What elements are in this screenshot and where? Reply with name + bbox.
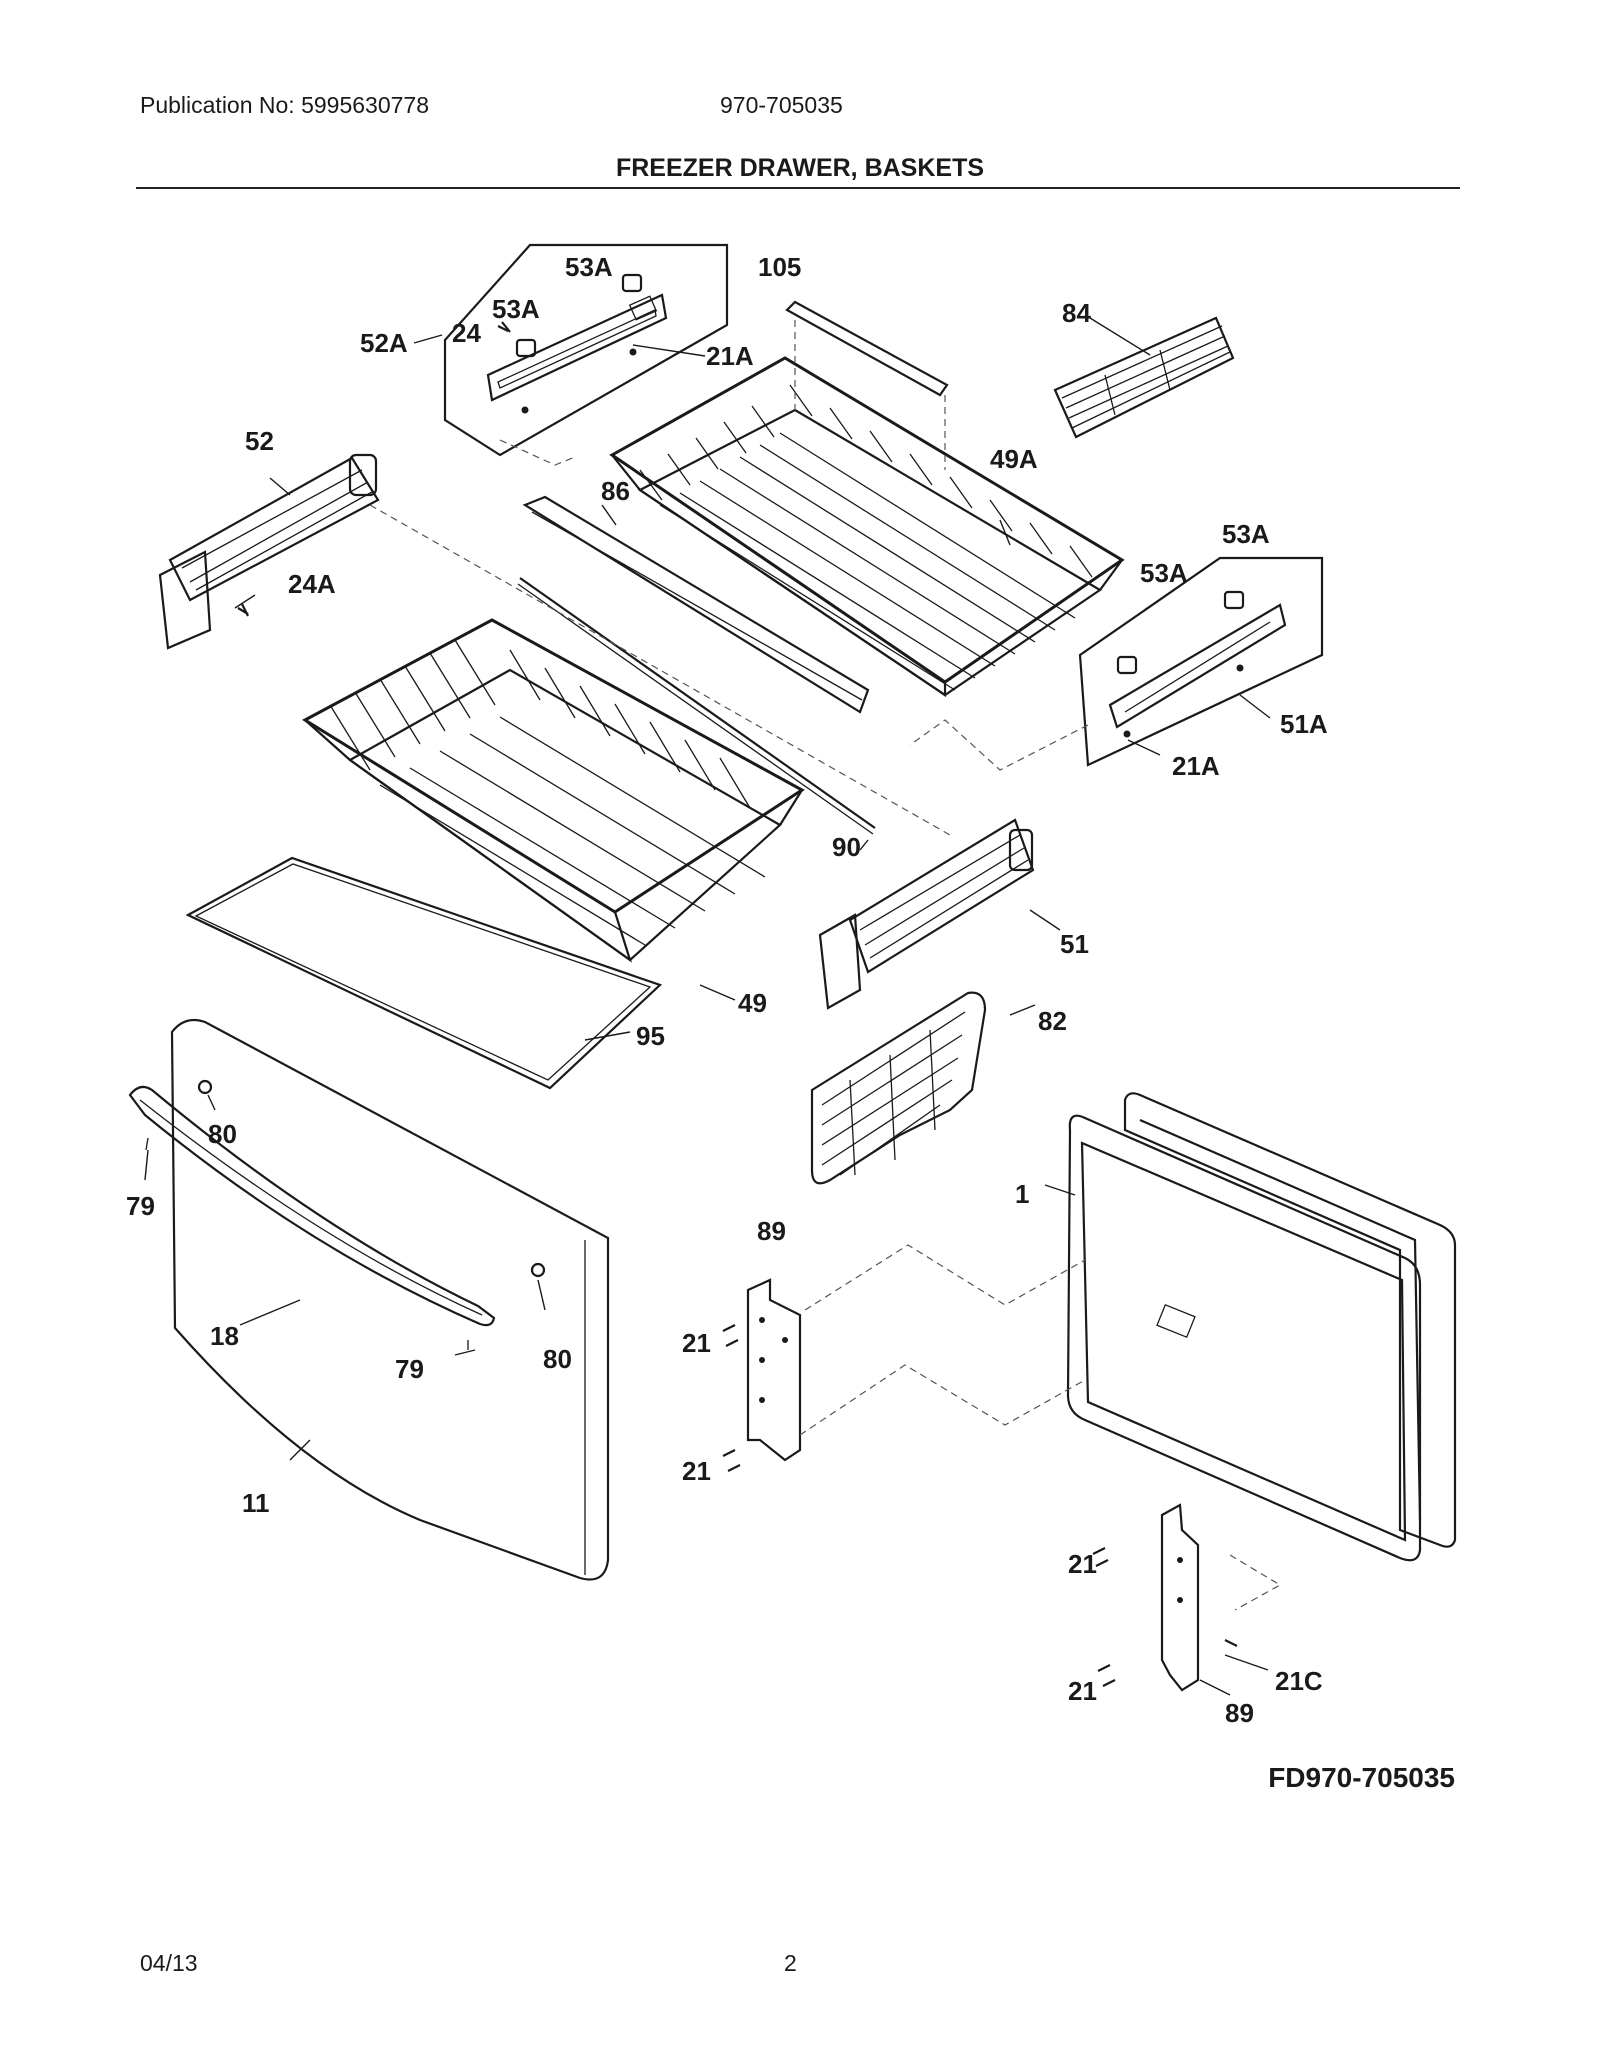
callout-1: 1 bbox=[1015, 1179, 1029, 1209]
slide-rail-52A-group bbox=[443, 243, 729, 457]
part-90-rod bbox=[519, 577, 876, 829]
part-95-shelf bbox=[185, 856, 663, 1090]
slide-rail-51A-group bbox=[1078, 556, 1324, 767]
figure-id: FD970-705035 bbox=[1268, 1762, 1455, 1793]
callout-21: 21 bbox=[682, 1328, 711, 1358]
callout-95: 95 bbox=[636, 1021, 665, 1051]
callout-53A: 53A bbox=[1140, 558, 1188, 588]
callout-89: 89 bbox=[757, 1216, 786, 1246]
part-82-grid bbox=[810, 991, 987, 1185]
page-number: 2 bbox=[784, 1950, 797, 1976]
assembly-lines bbox=[369, 320, 1282, 1611]
callout-21C: 21C bbox=[1275, 1666, 1323, 1696]
part-51-slide bbox=[818, 818, 1035, 1010]
callout-21: 21 bbox=[1068, 1549, 1097, 1579]
callout-24: 24 bbox=[452, 318, 481, 348]
callout-79: 79 bbox=[395, 1354, 424, 1384]
callout-80: 80 bbox=[543, 1344, 572, 1374]
part-49A-upper-basket bbox=[609, 356, 1125, 698]
page-title: FREEZER DRAWER, BASKETS bbox=[615, 154, 985, 182]
part-52-slide bbox=[158, 453, 380, 650]
callout-53A: 53A bbox=[1222, 519, 1270, 549]
part-49-lower-basket bbox=[301, 618, 805, 963]
callout-49: 49 bbox=[738, 988, 767, 1018]
callout-105: 105 bbox=[758, 252, 801, 282]
callout-49A: 49A bbox=[990, 444, 1038, 474]
part-86-trim bbox=[522, 495, 870, 714]
callout-51A: 51A bbox=[1280, 709, 1328, 739]
publication-date: 04/13 bbox=[140, 1950, 198, 1976]
callout-52: 52 bbox=[245, 426, 274, 456]
callout-90: 90 bbox=[832, 832, 861, 862]
callout-21: 21 bbox=[1068, 1676, 1097, 1706]
clip-53A-lower bbox=[515, 338, 537, 358]
callout-82: 82 bbox=[1038, 1006, 1067, 1036]
part-18-handle bbox=[128, 1085, 496, 1350]
callout-21: 21 bbox=[682, 1456, 711, 1486]
publication-number: Publication No: 5995630778 bbox=[140, 92, 430, 118]
clip-53A-upper bbox=[621, 273, 643, 293]
title-rule bbox=[136, 187, 1460, 189]
callout-51: 51 bbox=[1060, 929, 1089, 959]
callout-84: 84 bbox=[1062, 298, 1091, 328]
part-1-frame bbox=[1066, 1092, 1457, 1562]
part-89-bracket-right bbox=[1092, 1503, 1238, 1692]
part-84-divider bbox=[1053, 316, 1235, 439]
callout-89: 89 bbox=[1225, 1698, 1254, 1728]
callout-80: 80 bbox=[208, 1119, 237, 1149]
callout-52A: 52A bbox=[360, 328, 408, 358]
callout-11: 11 bbox=[242, 1488, 270, 1518]
callout-86: 86 bbox=[601, 476, 630, 506]
leader-lines bbox=[144, 317, 1271, 1696]
part-1-gasket bbox=[1066, 1114, 1422, 1562]
part-11-drawer-front bbox=[170, 1018, 610, 1581]
part-105-rod bbox=[785, 300, 949, 397]
callout-21A: 21A bbox=[1172, 751, 1220, 781]
callout-53A: 53A bbox=[565, 252, 613, 282]
callout-18: 18 bbox=[210, 1321, 239, 1351]
callout-21A: 21A bbox=[706, 341, 754, 371]
callout-53A: 53A bbox=[492, 294, 540, 324]
part-89-bracket-left bbox=[722, 1278, 802, 1472]
model-number: 970-705035 bbox=[720, 92, 843, 118]
callout-79: 79 bbox=[126, 1191, 155, 1221]
callout-24A: 24A bbox=[288, 569, 336, 599]
callout-labels: 53A 53A 24 52A 21A 105 84 52 86 49A 24A … bbox=[126, 252, 1328, 1728]
